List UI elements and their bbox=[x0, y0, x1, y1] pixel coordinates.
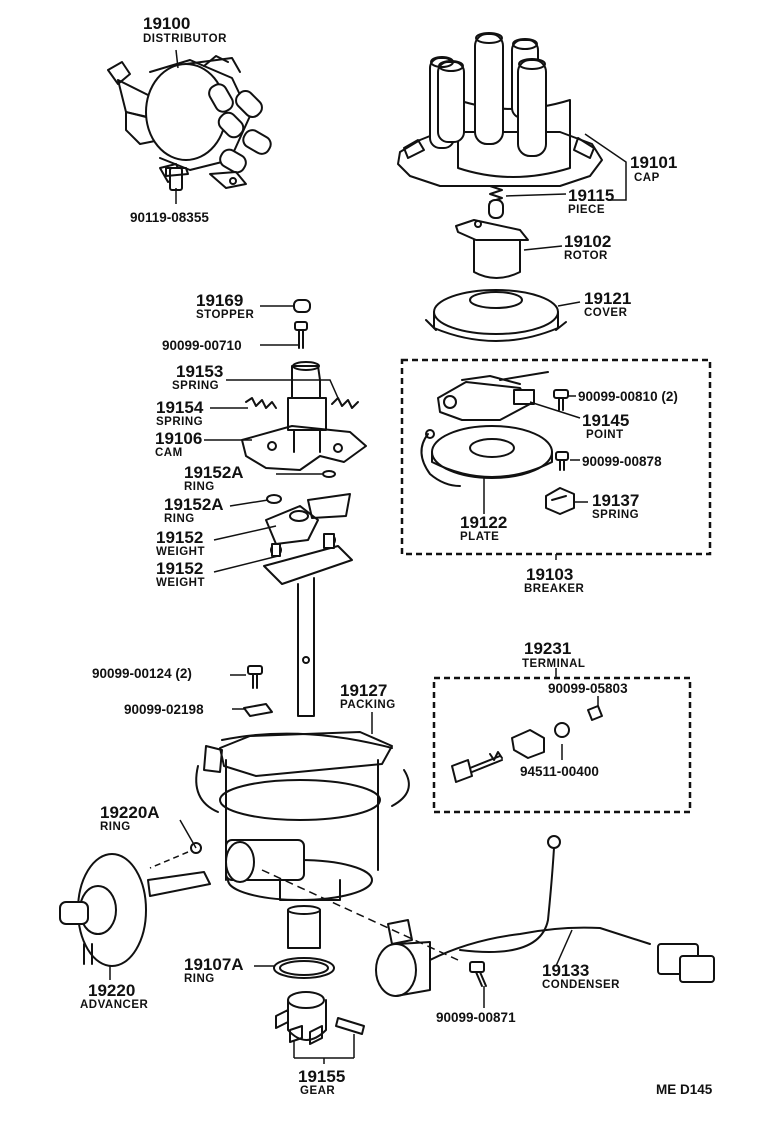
part-name-cover: COVER bbox=[584, 307, 628, 319]
spring-19153-drawing bbox=[331, 397, 359, 409]
part-number-19169: 19169 bbox=[196, 291, 243, 310]
part-number-94511-00400: 94511-00400 bbox=[520, 764, 599, 779]
assembly-line bbox=[261, 869, 459, 961]
part-number-19152a-lower: 19152A bbox=[164, 495, 224, 514]
shaft-drawing bbox=[297, 577, 315, 717]
cam-drawing bbox=[241, 361, 367, 471]
distributor-assembly-drawing bbox=[107, 55, 272, 191]
part-number-19122: 19122 bbox=[460, 513, 507, 532]
piece-spring-drawing bbox=[488, 185, 504, 219]
rotor-drawing bbox=[455, 219, 529, 279]
diagram-code: ME D145 bbox=[656, 1082, 713, 1097]
part-number-19145: 19145 bbox=[582, 411, 629, 430]
part-number-19121: 19121 bbox=[584, 289, 631, 308]
part-number-19133: 19133 bbox=[542, 961, 589, 980]
point-drawing bbox=[437, 371, 549, 421]
part-number-90099-00878: 90099-00878 bbox=[582, 454, 662, 469]
part-name-ring-lower: RING bbox=[164, 513, 195, 525]
part-name-gear: GEAR bbox=[300, 1085, 335, 1097]
screw-00810-drawing bbox=[553, 389, 569, 411]
part-number-19155: 19155 bbox=[298, 1067, 345, 1086]
stopper-drawing bbox=[293, 299, 311, 313]
cap-drawing bbox=[397, 32, 603, 187]
part-name-point: POINT bbox=[586, 429, 624, 441]
part-number-90099-00124: 90099-00124 (2) bbox=[92, 666, 192, 681]
assembly-line bbox=[149, 851, 189, 869]
part-name-terminal: TERMINAL bbox=[522, 658, 585, 670]
housing-drawing bbox=[195, 731, 410, 949]
part-name-condenser: CONDENSER bbox=[542, 979, 620, 991]
part-name-weight-upper: WEIGHT bbox=[156, 546, 205, 558]
ring-lower-drawing bbox=[266, 494, 282, 504]
part-name-packing: PACKING bbox=[340, 699, 396, 711]
part-name-plate: PLATE bbox=[460, 531, 499, 543]
part-name-rotor: ROTOR bbox=[564, 250, 608, 262]
part-name-cam: CAM bbox=[155, 447, 183, 459]
part-number-19107a: 19107A bbox=[184, 955, 244, 974]
spring-19154-drawing bbox=[245, 397, 277, 409]
part-number-90119-08355: 90119-08355 bbox=[130, 210, 209, 225]
part-number-19153: 19153 bbox=[176, 362, 223, 381]
screw-00878-drawing bbox=[555, 451, 569, 471]
ring-19107a-drawing bbox=[273, 957, 335, 979]
part-name-ring-upper: RING bbox=[184, 481, 215, 493]
part-number-19103: 19103 bbox=[526, 565, 573, 584]
part-name-piece: PIECE bbox=[568, 204, 605, 216]
part-number-19152-upper: 19152 bbox=[156, 528, 203, 547]
part-name-ring-19107a: RING bbox=[184, 973, 215, 985]
part-number-19106: 19106 bbox=[155, 429, 202, 448]
cover-drawing bbox=[425, 289, 567, 342]
part-number-90099-02198: 90099-02198 bbox=[124, 702, 204, 717]
governor-plate-drawing bbox=[263, 533, 353, 585]
part-name-ring-19220a: RING bbox=[100, 821, 131, 833]
condenser-drawing bbox=[375, 835, 715, 997]
advancer-drawing bbox=[59, 842, 211, 967]
part-number-19220a: 19220A bbox=[100, 803, 160, 822]
part-name-breaker: BREAKER bbox=[524, 583, 585, 595]
terminal-group-box bbox=[432, 676, 692, 814]
part-name-spring-19153: SPRING bbox=[172, 380, 219, 392]
weight-drawing bbox=[265, 493, 351, 545]
part-number-19127: 19127 bbox=[340, 681, 387, 700]
gear-drawing bbox=[275, 991, 365, 1045]
part-number-19220: 19220 bbox=[88, 981, 135, 1000]
leader-lines bbox=[109, 49, 627, 1064]
plate-drawing bbox=[420, 425, 553, 487]
screw-00871-drawing bbox=[469, 961, 487, 987]
part-number-19137: 19137 bbox=[592, 491, 639, 510]
part-name-weight-lower: WEIGHT bbox=[156, 577, 205, 589]
part-name-advancer: ADVANCER bbox=[80, 999, 149, 1011]
spring-19137-drawing bbox=[545, 487, 575, 515]
part-name-spring-19137: SPRING bbox=[592, 509, 639, 521]
part-number-19231: 19231 bbox=[524, 639, 571, 658]
part-number-90099-05803: 90099-05803 bbox=[548, 681, 628, 696]
part-name-cap: CAP bbox=[634, 172, 660, 184]
ring-upper-drawing bbox=[322, 470, 336, 478]
screw-00124-drawing bbox=[247, 665, 263, 689]
part-number-90099-00871: 90099-00871 bbox=[436, 1010, 516, 1025]
part-number-19101: 19101 bbox=[630, 153, 677, 172]
washer-02198-drawing bbox=[243, 703, 273, 717]
terminal-drawing bbox=[451, 705, 603, 783]
part-number-90099-00810: 90099-00810 (2) bbox=[578, 389, 678, 404]
part-number-19152a-upper: 19152A bbox=[184, 463, 244, 482]
packing-drawing bbox=[221, 732, 393, 749]
screw-00710-drawing bbox=[294, 321, 308, 349]
part-number-19154: 19154 bbox=[156, 398, 204, 417]
part-name-spring-19154: SPRING bbox=[156, 416, 203, 428]
part-name-stopper: STOPPER bbox=[196, 309, 254, 321]
part-number-19100: 19100 bbox=[143, 14, 190, 33]
part-number-90099-00710: 90099-00710 bbox=[162, 338, 242, 353]
part-number-19152-lower: 19152 bbox=[156, 559, 203, 578]
part-number-19115: 19115 bbox=[568, 186, 614, 205]
part-number-19102: 19102 bbox=[564, 232, 611, 251]
part-name-distributor: DISTRIBUTOR bbox=[143, 33, 227, 45]
